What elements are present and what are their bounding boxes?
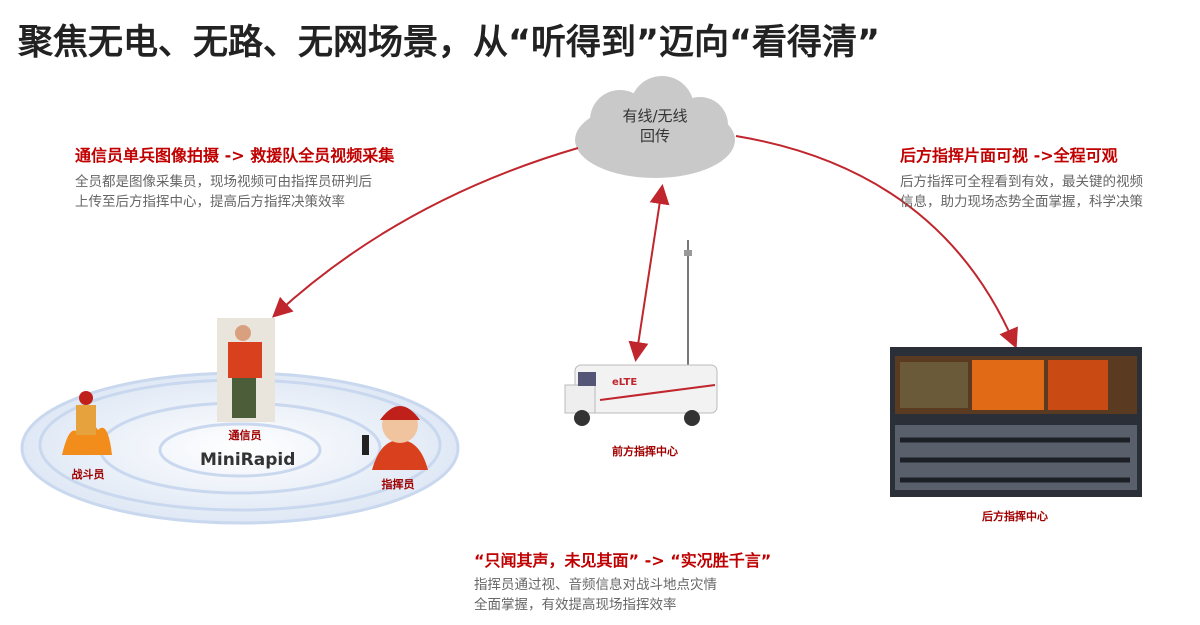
commander-figure (362, 406, 428, 470)
minirapid-coverage-rings (20, 371, 460, 525)
cloud-line2: 回传 (639, 127, 670, 145)
left-desc-line: 全员都是图像采集员，现场视频可由指挥员研判后 (75, 174, 372, 190)
bottom-heading: “只闻其声，未见其面” -> “实况胜千言” (474, 551, 772, 570)
fighter-label: 战斗员 (71, 468, 105, 481)
minirapid-label: MiniRapid (200, 450, 296, 470)
arrow-cloud-to-communicator (272, 147, 579, 318)
cloud-label: 有线/无线回传 (600, 106, 710, 146)
right-heading: 后方指挥片面可视 ->全程可观 (900, 146, 1118, 165)
right-desc-line: 信息，助力现场态势全面掌握，科学决策 (900, 194, 1143, 210)
bottom-desc: 指挥员通过视、音频信息对战斗地点灾情全面掌握，有效提高现场指挥效率 (474, 575, 717, 615)
truck-elte-text: eLTE (612, 377, 638, 388)
command-truck (564, 240, 718, 426)
cloud-icon (575, 76, 735, 178)
bottom-desc-line: 指挥员通过视、音频信息对战斗地点灾情 (474, 577, 717, 593)
rear-command-center-photo (890, 347, 1142, 497)
front-center-label: 前方指挥中心 (612, 445, 678, 458)
left-heading: 通信员单兵图像拍摄 -> 救援队全员视频采集 (75, 146, 395, 165)
fighter-figure (62, 391, 112, 455)
arrow-cloud-to-rear-center (735, 135, 1018, 349)
cloud-line1: 有线/无线 (622, 107, 688, 125)
arrow-cloud-truck (628, 184, 670, 362)
left-desc-line: 上传至后方指挥中心，提高后方指挥决策效率 (75, 194, 345, 210)
page-title: 聚焦无电、无路、无网场景，从“听得到”迈向“看得清” (18, 23, 881, 63)
left-desc: 全员都是图像采集员，现场视频可由指挥员研判后上传至后方指挥中心，提高后方指挥决策… (75, 172, 372, 212)
commander-label: 指挥员 (381, 478, 415, 491)
bottom-desc-line: 全面掌握，有效提高现场指挥效率 (474, 597, 677, 613)
rear-center-label: 后方指挥中心 (982, 510, 1048, 523)
communicator-label: 通信员 (228, 429, 262, 442)
right-desc-line: 后方指挥可全程看到有效，最关键的视频 (900, 174, 1143, 190)
right-desc: 后方指挥可全程看到有效，最关键的视频信息，助力现场态势全面掌握，科学决策 (900, 172, 1143, 212)
communicator-figure (217, 318, 275, 422)
